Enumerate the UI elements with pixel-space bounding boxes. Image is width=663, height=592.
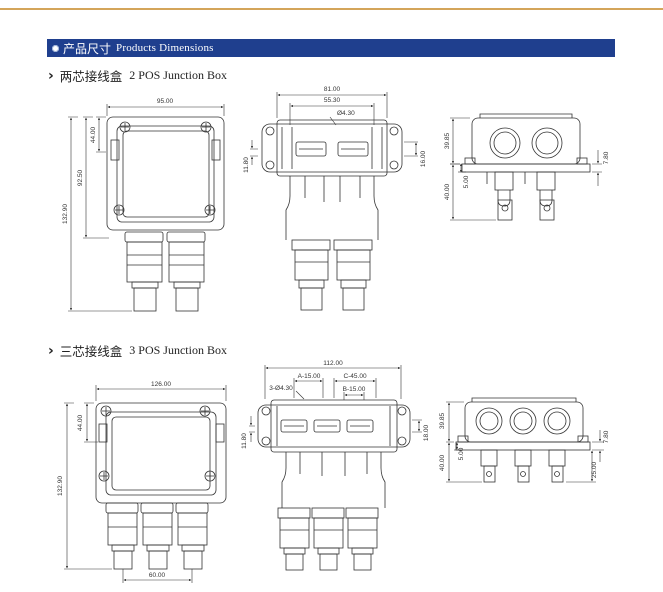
banner-title-en: Products Dimensions [116,42,214,54]
banner-title-zh: 产品尺寸 [63,41,112,56]
dim-label: 81.00 [324,86,341,93]
dim-label: 7.80 [603,430,610,443]
dim-label: 5.00 [458,447,465,460]
drawing-3pos-side [455,397,591,483]
dim-label: 3-Ø4.30 [269,385,293,392]
section-title-zh: 三芯接线盒 [59,344,123,359]
dim-label: 5.00 [463,175,470,188]
dims-3pos-front [64,385,227,583]
chevron-right-icon: › [48,342,54,359]
dim-label: 92.50 [77,169,84,186]
drawing-2pos-top [261,119,403,311]
dim-label: 11.80 [241,433,248,449]
section-title-en: 2 POS Junction Box [129,68,227,82]
drawing-3pos-front [95,402,227,570]
dim-label: 132.90 [62,204,69,224]
dim-label: 55.30 [324,97,341,104]
dim-label: B-15.00 [343,386,366,393]
dim-label: 40.00 [439,454,446,471]
bullet-icon [52,44,59,52]
dim-label: C-45.00 [343,373,367,380]
drawing-2pos-front [106,116,225,312]
dims-2pos-front [68,104,225,312]
dim-label: 39.85 [444,132,451,149]
section-title-en: 3 POS Junction Box [129,343,227,357]
top-rule [0,8,663,10]
dim-label: 39.85 [439,412,446,429]
chevron-right-icon: › [48,67,54,84]
dim-label: 112.00 [323,360,343,367]
drawing-2pos-side [461,113,591,221]
dim-label: 95.00 [157,98,174,105]
dim-label: 126.00 [151,381,171,388]
dims-2pos-side [450,117,602,221]
dims-3pos-top [249,365,422,442]
dim-label: 25.00 [591,461,598,478]
section-title-zh: 两芯接线盒 [59,69,123,84]
dim-label: 44.00 [77,414,84,431]
dim-label: 60.00 [149,572,166,579]
dim-label: Ø4.30 [337,110,355,117]
dim-label: 40.00 [444,183,451,200]
dims-3pos-side [446,401,604,483]
dim-label: 132.90 [57,476,64,496]
dim-label: 18.00 [423,424,430,441]
dims-2pos-top [250,92,418,165]
section-banner: 产品尺寸 Products Dimensions [47,39,615,57]
dim-label: 7.80 [603,151,610,164]
section-title-3pos: › 三芯接线盒 3 POS Junction Box [48,341,227,360]
dim-label: 44.00 [90,126,97,143]
drawing-3pos-top [257,399,411,571]
section-title-2pos: › 两芯接线盒 2 POS Junction Box [48,66,227,85]
dim-label: 11.80 [243,157,250,173]
dim-label: 16.00 [420,150,427,167]
dim-label: A-15.00 [298,373,321,380]
